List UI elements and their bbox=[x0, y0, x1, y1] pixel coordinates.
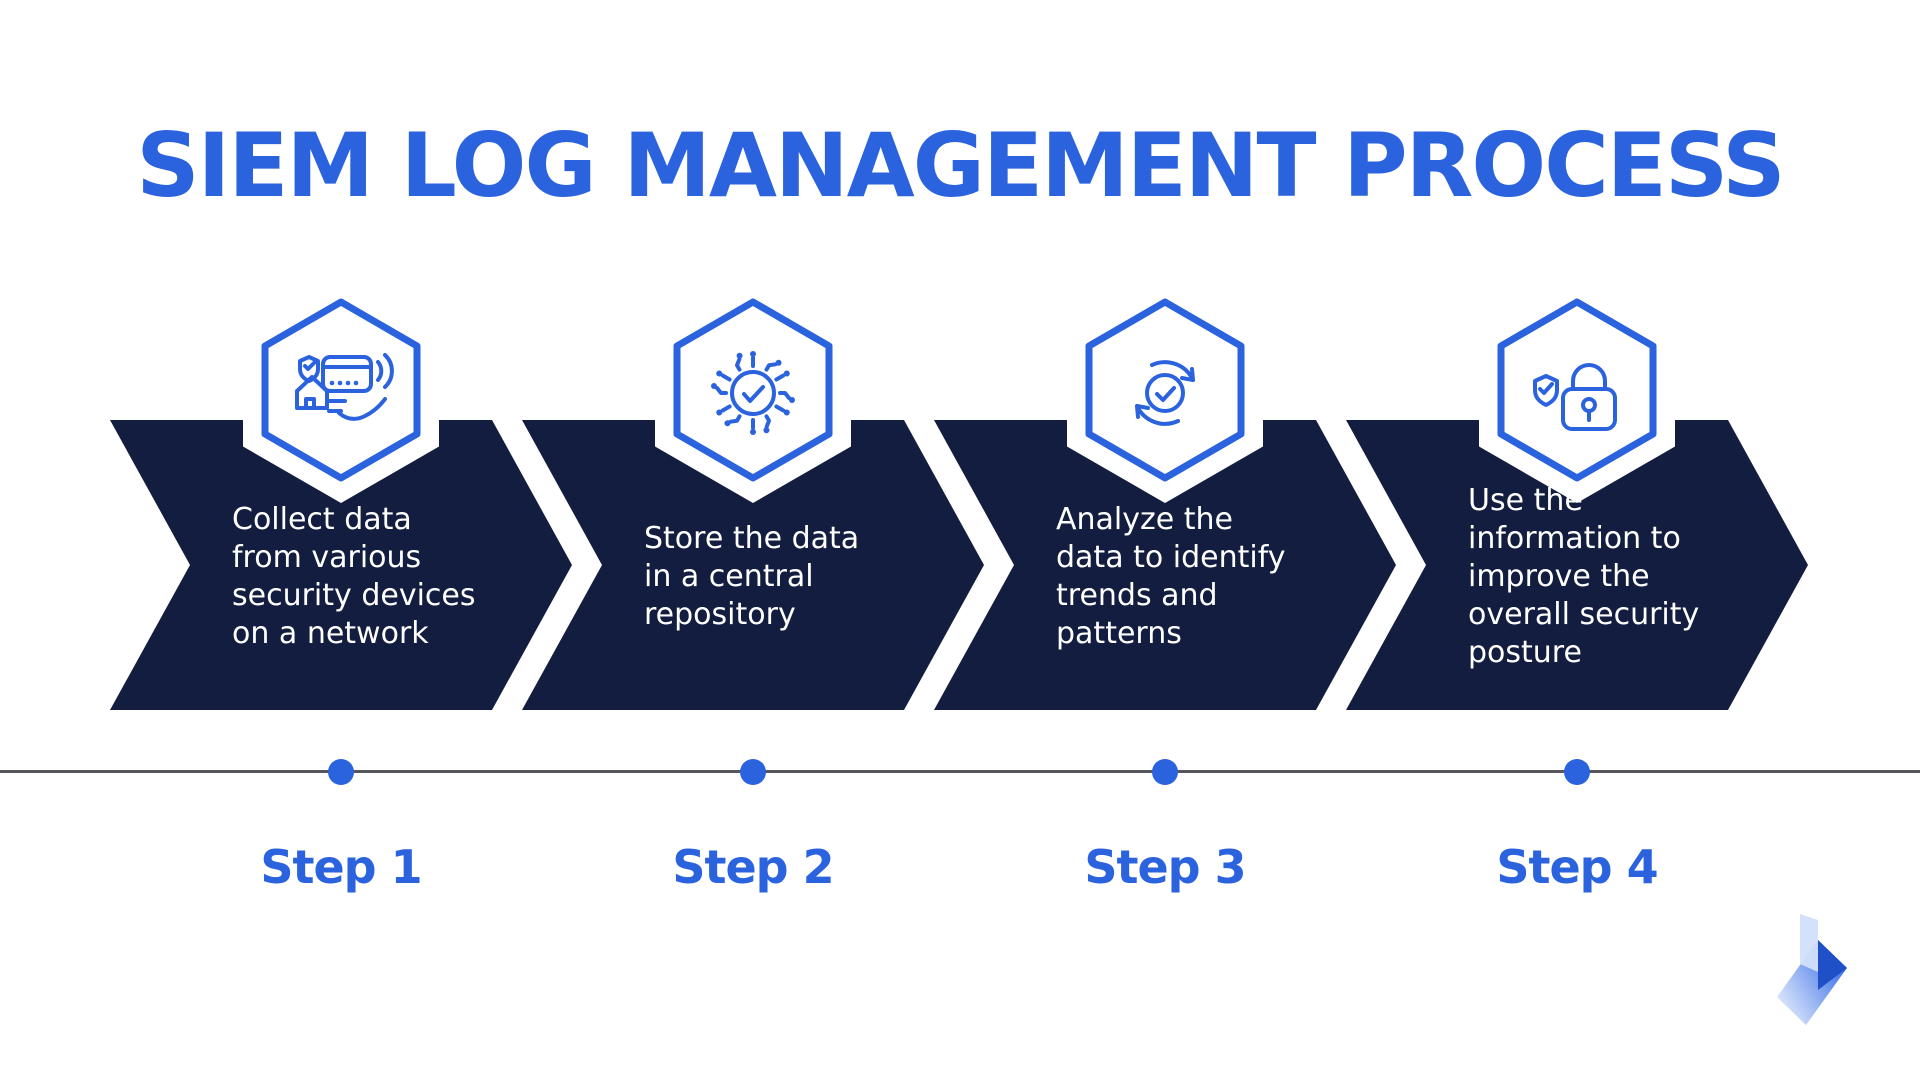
step-label-3: Step 3 bbox=[1084, 840, 1246, 894]
step-banner-3: Analyze the data to identify trends and … bbox=[934, 277, 1396, 710]
step-description: Collect data from various security devic… bbox=[232, 502, 476, 651]
timeline-line bbox=[0, 770, 1920, 773]
sync-check-icon bbox=[1135, 360, 1195, 426]
step-description: Analyze the data to identify trends and … bbox=[1056, 502, 1286, 651]
hexagon-badge bbox=[243, 277, 439, 503]
timeline-dot-2 bbox=[740, 759, 766, 785]
page-title: SIEM LOG MANAGEMENT PROCESS bbox=[136, 114, 1785, 217]
timeline-dot-3 bbox=[1152, 759, 1178, 785]
circuit-check-icon bbox=[709, 349, 797, 437]
timeline-dot-4 bbox=[1564, 759, 1590, 785]
step-banner-1: Collect data from various security devic… bbox=[110, 277, 572, 710]
hexagon-badge bbox=[1067, 277, 1263, 503]
lock-shield-icon bbox=[1533, 363, 1617, 431]
hexagon-badge bbox=[655, 277, 851, 503]
step-banner-4: Use the information to improve the overa… bbox=[1346, 277, 1808, 710]
step-label-4: Step 4 bbox=[1496, 840, 1658, 894]
step-description: Store the data in a central repository bbox=[644, 521, 860, 632]
step-banner-2: Store the data in a central repository bbox=[522, 277, 984, 710]
timeline-dot-1 bbox=[328, 759, 354, 785]
step-label-2: Step 2 bbox=[672, 840, 834, 894]
step-description: Use the information to improve the overa… bbox=[1468, 483, 1700, 670]
hexagon-badge bbox=[1479, 277, 1675, 503]
brand-logo-icon bbox=[1777, 914, 1847, 1025]
step-label-1: Step 1 bbox=[260, 840, 422, 894]
smart-home-devices-icon bbox=[295, 353, 394, 421]
